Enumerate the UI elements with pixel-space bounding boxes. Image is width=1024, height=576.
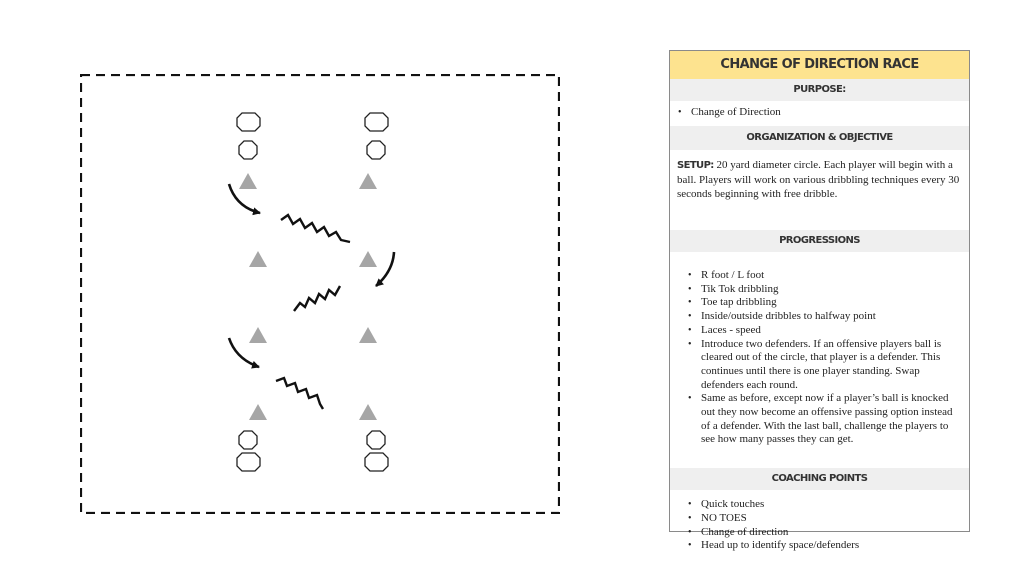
- player-marker: [238, 430, 258, 450]
- player-stack-top-right: [364, 112, 389, 160]
- progressions-list: R foot / L foot Tik Tok dribbling Toe ta…: [670, 252, 969, 447]
- player-marker: [366, 430, 386, 450]
- run-arrow: [227, 183, 261, 216]
- runs: [227, 183, 396, 369]
- setup-text: 20 yard diameter circle. Each player wil…: [677, 159, 960, 200]
- progression-item: R foot / L foot: [688, 269, 963, 283]
- cone: [249, 327, 267, 343]
- dribble-squiggle: [293, 285, 342, 312]
- player-stack-top-left: [236, 112, 261, 160]
- player-stack-bottom-left: [236, 430, 261, 472]
- cone: [239, 173, 257, 189]
- organization-heading: Organization & Objective: [670, 126, 969, 150]
- dribble-squiggle: [280, 213, 351, 244]
- cone: [359, 173, 377, 189]
- cones: [239, 173, 377, 420]
- coaching-points-list: Quick touches NO TOES Change of directio…: [670, 490, 969, 553]
- progression-item: Introduce two defenders. If an offensive…: [688, 338, 963, 393]
- coaching-point-item: Head up to identify space/defenders: [688, 539, 963, 553]
- coaching-point-item: Quick touches: [688, 498, 963, 512]
- setup-text-block: Setup: 20 yard diameter circle. Each pla…: [670, 150, 969, 213]
- cone: [249, 251, 267, 267]
- cone: [359, 327, 377, 343]
- purpose-item: Change of Direction: [678, 106, 969, 120]
- progression-item: Tik Tok dribbling: [688, 283, 963, 297]
- progression-item: Same as before, except now if a player’s…: [688, 392, 963, 447]
- player-marker: [364, 452, 389, 472]
- purpose-list: Change of Direction: [670, 101, 969, 125]
- cone: [249, 404, 267, 420]
- coaching-point-item: Change of direction: [688, 526, 963, 540]
- cone: [359, 404, 377, 420]
- field-boundary: [80, 74, 560, 514]
- run-arrow: [227, 337, 260, 369]
- coaching-point-item: NO TOES: [688, 512, 963, 526]
- purpose-heading: Purpose:: [670, 79, 969, 101]
- drill-diagram: [80, 74, 560, 514]
- player-marker: [364, 112, 389, 132]
- run-arrow: [375, 251, 396, 287]
- player-stack-bottom-right: [364, 430, 389, 472]
- drill-card: Change of Direction Race Purpose: Change…: [669, 50, 970, 553]
- player-marker: [236, 112, 261, 132]
- dribble-squiggle: [275, 376, 325, 410]
- progression-item: Toe tap dribbling: [688, 296, 963, 310]
- player-marker: [366, 140, 386, 160]
- drill-title: Change of Direction Race: [670, 51, 969, 79]
- progressions-heading: Progressions: [670, 230, 969, 252]
- dribbles: [275, 213, 351, 410]
- coaching-points-heading: Coaching Points: [670, 468, 969, 491]
- player-marker: [236, 452, 261, 472]
- setup-label: Setup:: [677, 160, 714, 171]
- player-marker: [238, 140, 258, 160]
- progression-item: Laces - speed: [688, 324, 963, 338]
- field-diagram: [80, 74, 560, 514]
- progression-item: Inside/outside dribbles to halfway point: [688, 310, 963, 324]
- cone: [359, 251, 377, 267]
